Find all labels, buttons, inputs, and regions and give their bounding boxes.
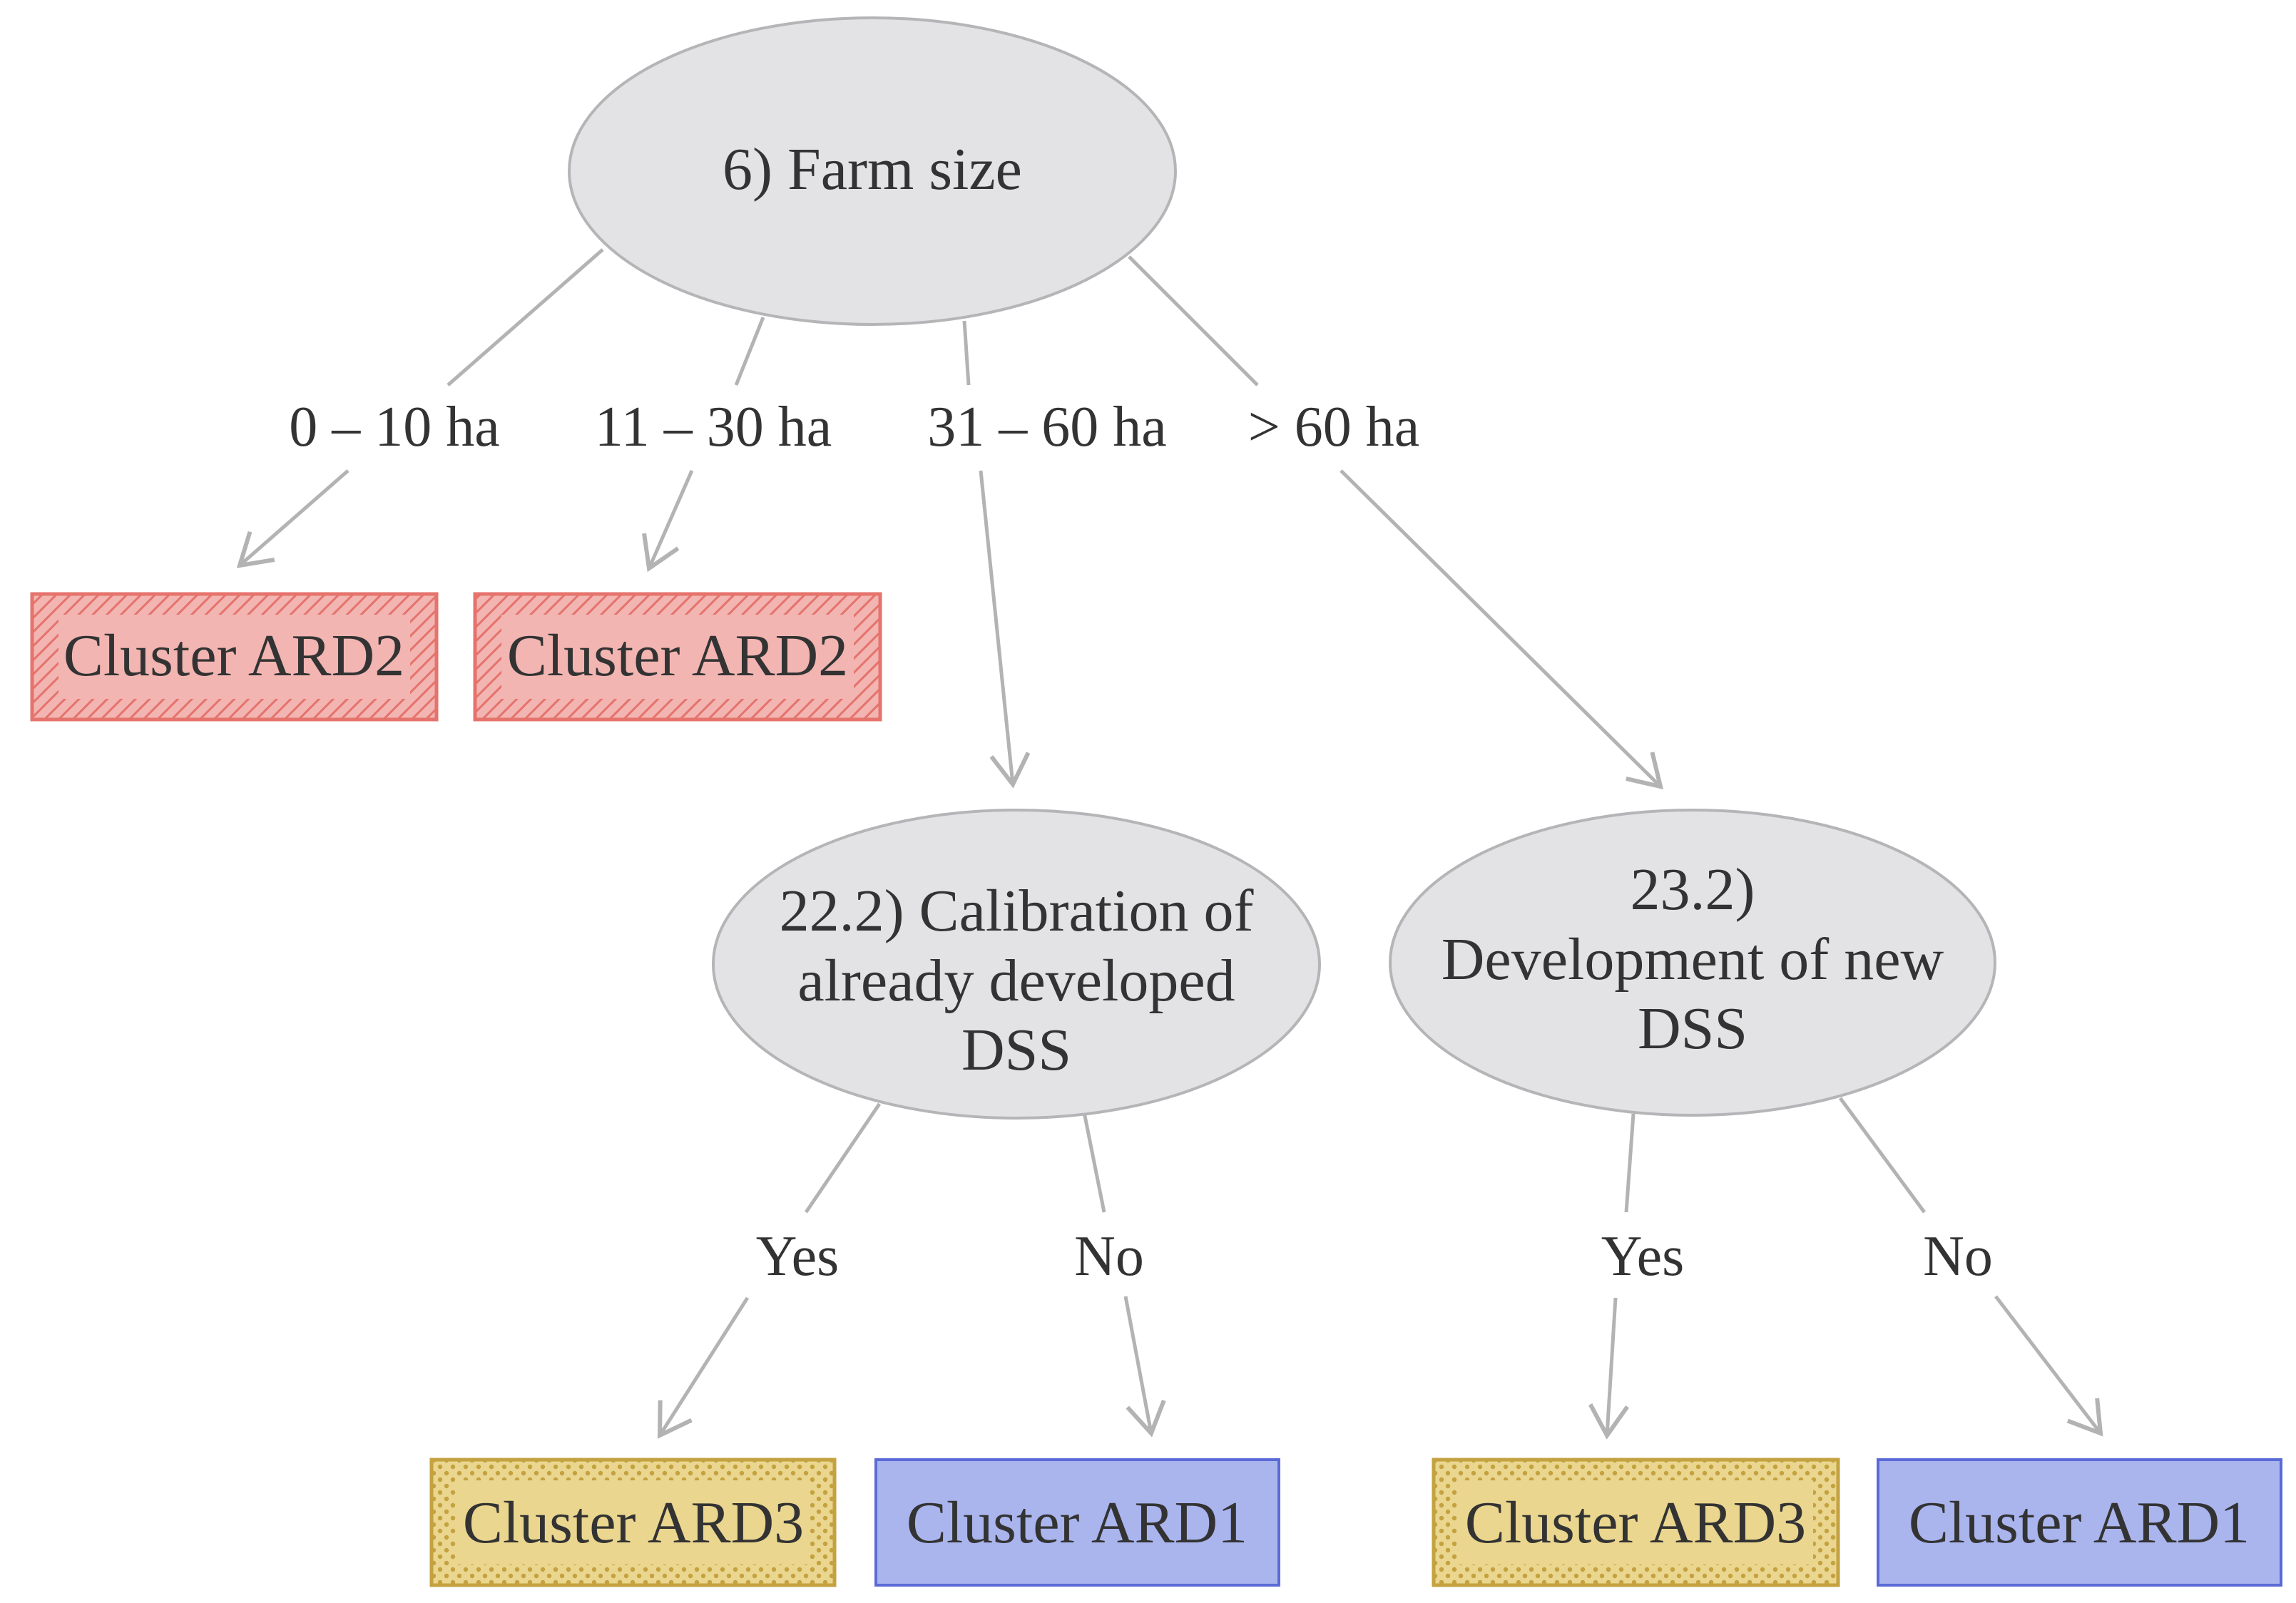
calibration-line-3: DSS [961,1017,1071,1083]
development-line-1: 23.2) [1631,856,1755,923]
calibration-no-label: No [1074,1225,1144,1288]
edge-label-31-60-to-calibration [979,470,1031,789]
edge-calibration-to-yes [804,1102,882,1214]
edge-label-0-10-to-ard2-a [236,469,349,568]
calibration-line-2: already developed [797,948,1235,1014]
root-label: 6) Farm size [723,136,1022,203]
leaf-ard3-b-inner [1459,1480,1813,1564]
edge-no-to-ard1-b [1994,1295,2103,1437]
edge-label-11-30-to-ard2-b [642,469,694,573]
leaf-ard2-a-inner [58,615,410,699]
leaf-ard2-b-inner [501,615,854,699]
edge-no-to-ard1-a [1123,1296,1166,1438]
development-yes-label: Yes [1601,1225,1684,1288]
edge-root-to-label-gt60 [1128,255,1259,386]
leaf-ard2-b-label: Cluster ARD2 [507,623,848,689]
leaf-ard1-b: Cluster ARD1 [1877,1458,2282,1587]
calibration-ellipse [712,809,1321,1120]
leaf-ard1-b-label: Cluster ARD1 [1909,1490,2250,1556]
leaf-ard1-a: Cluster ARD1 [874,1458,1280,1587]
root-ellipse [568,16,1177,326]
development-line-2: Development of new [1442,926,1944,993]
leaf-ard3-a: Cluster ARD3 [429,1458,837,1587]
development-edges [1588,1097,2103,1440]
leaf-ard2-a: Cluster ARD2 [30,592,439,722]
leaf-ard1-b-box [1877,1458,2282,1587]
leaf-ard3-a-label: Cluster ARD3 [463,1490,804,1556]
edge-label-gt60-to-development [1340,469,1664,790]
leaf-ard1-a-label: Cluster ARD1 [907,1490,1248,1556]
root-node: 6) Farm size [568,16,1177,326]
decision-labels: Yes No Yes No [756,1225,1993,1288]
development-no-label: No [1923,1225,1993,1288]
branch-label-0-10: 0 – 10 ha [289,396,500,459]
branch-label-gt60: > 60 ha [1248,396,1420,459]
calibration-yes-label: Yes [756,1225,839,1288]
edge-yes-to-ard3-b [1588,1297,1630,1440]
leaf-ard3-b-label: Cluster ARD3 [1465,1490,1806,1556]
development-ellipse [1389,809,1996,1117]
root-branch-labels: 0 – 10 ha 11 – 30 ha 31 – 60 ha > 60 ha [289,396,1419,459]
calibration-edges [657,1102,1166,1439]
branch-label-31-60: 31 – 60 ha [927,396,1167,459]
development-node: 23.2) Development of new DSS [1389,809,1996,1117]
leaf-ard1-a-box [874,1458,1280,1587]
leaf-ard3-a-inner [456,1480,810,1564]
edge-root-to-label-31-60 [962,320,971,386]
leaf-ard2-b: Cluster ARD2 [473,592,882,722]
edge-development-to-no [1838,1097,1927,1214]
calibration-node: 22.2) Calibration of already developed D… [712,809,1321,1120]
leaf-ard3-b: Cluster ARD3 [1432,1458,1840,1587]
edge-development-to-yes [1624,1113,1636,1213]
calibration-line-1: 22.2) Calibration of [780,878,1254,944]
leaf-ard2-a-label: Cluster ARD2 [63,623,404,689]
edge-calibration-to-no [1082,1112,1106,1213]
edge-yes-to-ard3-a [657,1296,750,1439]
root-edges [236,248,1664,790]
development-line-3: DSS [1638,995,1747,1062]
edge-root-to-label-11-30 [734,317,765,386]
edge-root-to-label-0-10 [447,248,604,386]
branch-label-11-30: 11 – 30 ha [595,396,832,459]
